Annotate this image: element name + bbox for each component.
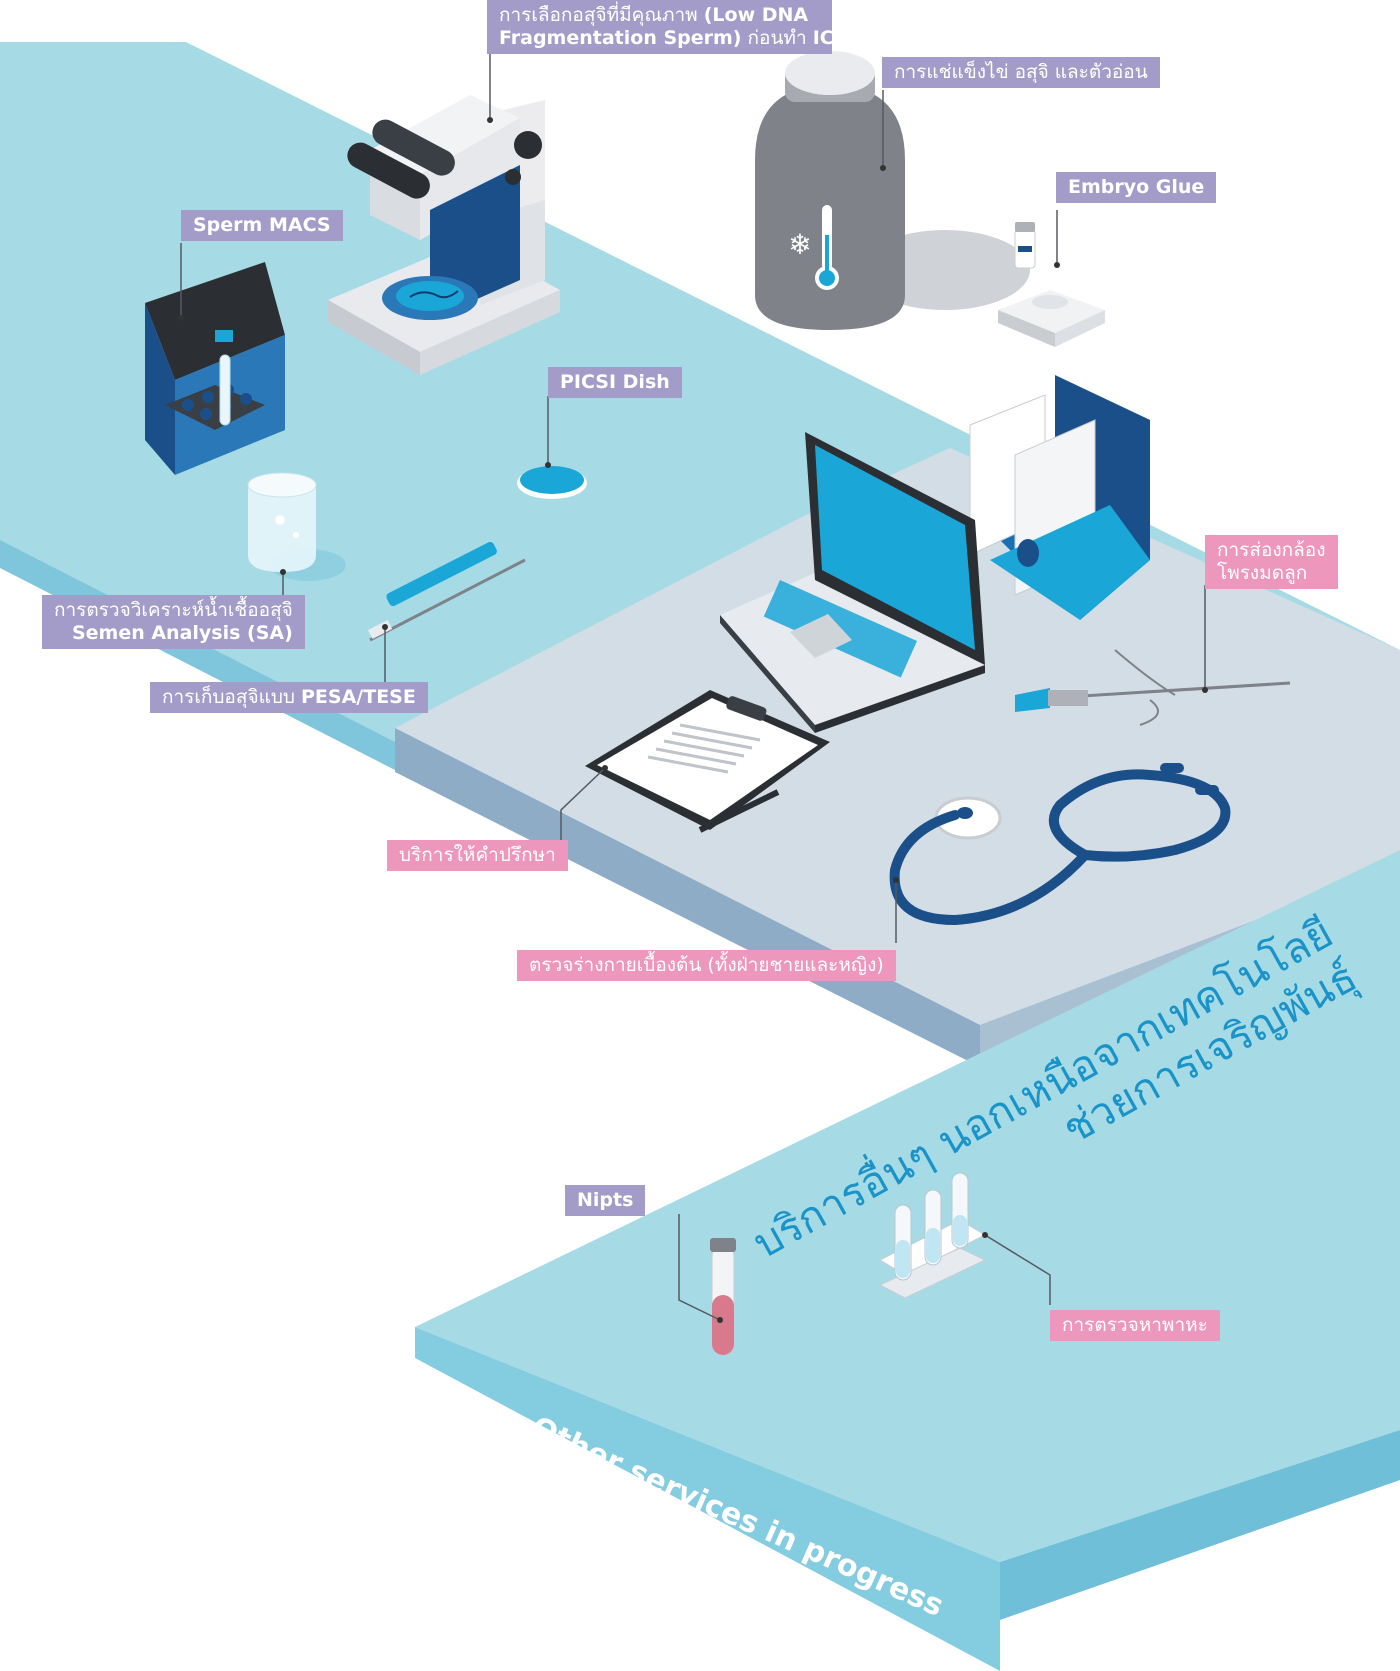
laptop-illustration xyxy=(720,432,985,733)
test-tube-rack-illustration xyxy=(878,1172,987,1299)
carrier-screening-text: การตรวจหาพาหะ xyxy=(1062,1314,1208,1336)
sperm-macs-label: Sperm MACS xyxy=(181,210,343,241)
hysteroscopy-line1: การส่องกล้อง xyxy=(1217,539,1326,561)
carrier-screening-label: การตรวจหาพาหะ xyxy=(1050,1310,1220,1341)
sperm-macs-text: Sperm MACS xyxy=(193,214,331,236)
icsi-line1-thai: การเลือกอสุจิที่มีคุณภาพ xyxy=(499,4,698,26)
icsi-line1-en: (Low DNA xyxy=(703,4,809,26)
file-holder-illustration xyxy=(969,375,1150,620)
hysteroscope-illustration xyxy=(1015,649,1291,726)
microscope-illustration xyxy=(328,95,560,375)
consultation-label: บริการให้คำปรึกษา xyxy=(387,840,568,871)
embryo-glue-text: Embryo Glue xyxy=(1068,176,1205,198)
semen-line1: การตรวจวิเคราะห์น้ำเชื้ออสุจิ xyxy=(54,599,293,621)
physical-exam-text: ตรวจร่างกายเบื้องต้น (ทั้งฝ่ายชายและหญิง… xyxy=(529,954,884,976)
clipboard-illustration xyxy=(585,690,830,833)
consultation-text: บริการให้คำปรึกษา xyxy=(399,844,556,866)
hysteroscopy-label: การส่องกล้อง โพรงมดลูก xyxy=(1205,535,1338,589)
physical-exam-label: ตรวจร่างกายเบื้องต้น (ทั้งฝ่ายชายและหญิง… xyxy=(517,950,896,981)
freezing-label: การแช่แข็งไข่ อสุจิ และตัวอ่อน xyxy=(882,57,1160,88)
icsi-line2-en: Fragmentation Sperm) xyxy=(499,27,742,49)
pesa-en: PESA/TESE xyxy=(301,686,416,708)
icsi-line2-icsi: ICSI xyxy=(812,27,855,49)
nipts-tube-illustration xyxy=(710,1238,736,1356)
nipts-text: Nipts xyxy=(577,1189,634,1211)
nipts-label: Nipts xyxy=(565,1185,646,1216)
leader-dots xyxy=(178,117,1208,1323)
semen-cup-illustration xyxy=(247,472,346,581)
picsi-dish-text: PICSI Dish xyxy=(560,371,670,393)
picsi-dish-illustration xyxy=(517,466,587,499)
semen-analysis-label: การตรวจวิเคราะห์น้ำเชื้ออสุจิ Semen Anal… xyxy=(42,595,305,649)
picsi-dish-label: PICSI Dish xyxy=(548,367,682,398)
svg-text:❄: ❄ xyxy=(788,228,811,261)
sperm-macs-illustration xyxy=(145,262,285,475)
semen-line2: Semen Analysis (SA) xyxy=(71,622,293,644)
embryo-glue-illustration xyxy=(998,222,1105,347)
icsi-sperm-selection-label: การเลือกอสุจิที่มีคุณภาพ (Low DNA Fragme… xyxy=(487,0,855,54)
hysteroscopy-line2: โพรงมดลูก xyxy=(1217,562,1308,584)
embryo-glue-label: Embryo Glue xyxy=(1056,172,1217,203)
icsi-line2-thai: ก่อนทำ xyxy=(747,27,807,49)
freezer-jar-illustration: ❄ xyxy=(755,51,1030,330)
freezing-text: การแช่แข็งไข่ อสุจิ และตัวอ่อน xyxy=(894,61,1148,83)
pesa-tese-label: การเก็บอสุจิแบบ PESA/TESE xyxy=(150,682,428,713)
stethoscope-illustration xyxy=(889,763,1231,926)
pesa-thai: การเก็บอสุจิแบบ xyxy=(162,686,295,708)
